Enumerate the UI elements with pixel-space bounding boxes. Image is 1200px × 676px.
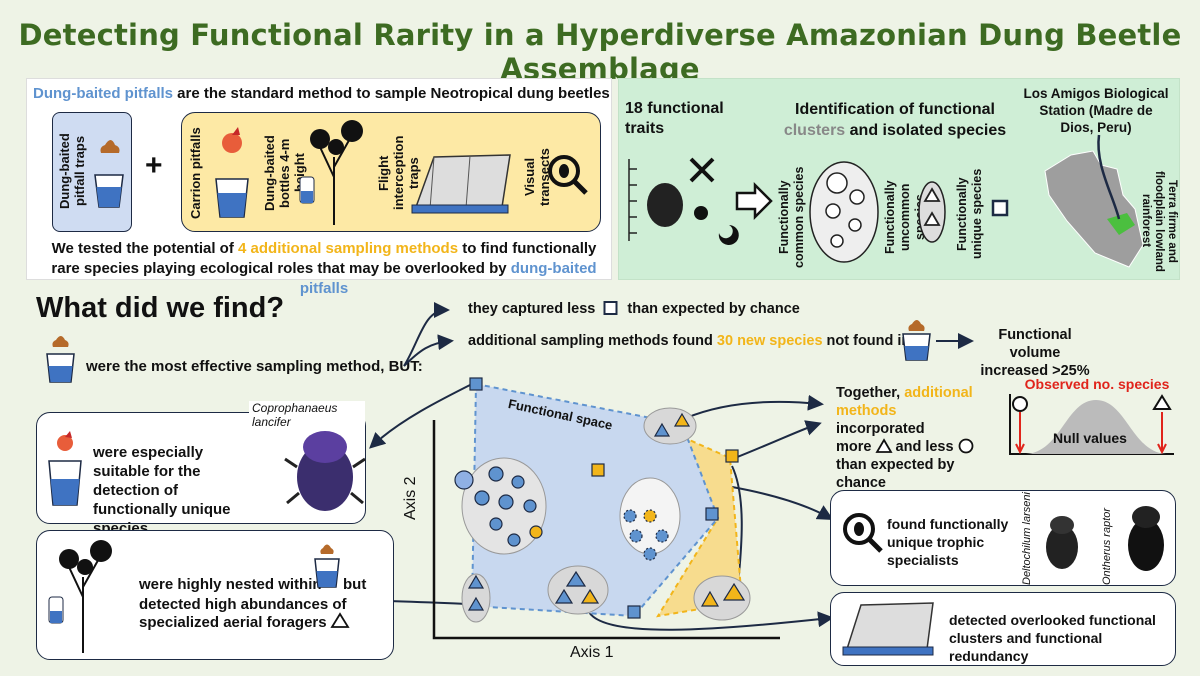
page-title: Detecting Functional Rarity in a Hyperdi… [18, 18, 1182, 86]
null-label: Null values [1053, 430, 1127, 446]
bottle-line-4: specialized aerial foragers [139, 612, 350, 632]
arrow-icon [735, 181, 773, 221]
beetle-trait-icon [628, 157, 739, 245]
sampling-methods-panel: Dung-baited pitfalls are the standard me… [26, 78, 612, 297]
visual-text: found functionally unique trophic specia… [887, 516, 1009, 568]
flight-text: detected overlooked functional clusters … [949, 612, 1156, 664]
triangle-icon [874, 438, 893, 453]
triangle-icon-small [330, 612, 350, 628]
circle-icon [958, 438, 973, 454]
unique-square-icon [991, 199, 1009, 217]
ontherus-beetle-image [1128, 506, 1164, 571]
carrion-species-label: Coprophanaeus lancifer [249, 401, 365, 429]
carrion-pitfall-icon-small [48, 431, 82, 506]
magnifier-icon-small [843, 513, 883, 553]
coprophanaeus-beetle-image [284, 431, 366, 511]
traits-label: 18 functional traits [625, 100, 724, 137]
additional-methods-box: Carrion pitfalls Dung-baited bottles 4-m… [181, 112, 601, 232]
square-icon [603, 301, 618, 315]
findings-heading: What did we find? [36, 292, 285, 324]
captured-less-text: they captured less than expected by chan… [468, 301, 800, 317]
bottle-bubble: were highly nested within but detected h… [36, 530, 394, 660]
forest-label: Terra firme and floodplain lowland rainf… [1140, 170, 1178, 272]
null-distribution-plot [1009, 394, 1174, 455]
axis2-label: Axis 2 [402, 476, 419, 520]
plus-sign: + [145, 149, 163, 182]
effective-text: were the most effective sampling method,… [86, 358, 423, 375]
common-cluster-icon [809, 161, 879, 263]
together-text: Together, additional methods incorporate… [836, 385, 973, 491]
bottom-text: We tested the potential of 4 additional … [51, 240, 597, 297]
axis1-label: Axis 1 [570, 644, 614, 661]
bottle-line-3: detected high abundances of [139, 596, 347, 613]
carrion-text: were especially suitable for the detecti… [93, 444, 231, 537]
volume-text: Functional volume increased >25% [980, 327, 1090, 379]
functional-space-plot [432, 377, 780, 640]
bottle-tree-icon [299, 120, 363, 225]
dung-pitfall-icon-bubble [314, 544, 340, 588]
dung-cup-icon [94, 140, 124, 208]
additional-text: additional sampling methods found 30 new… [468, 333, 911, 349]
carrion-bubble: Coprophanaeus lancifer were especially s… [36, 401, 366, 537]
bottle-tree-icon-small [48, 540, 112, 653]
bottle-line-1: were highly nested within [139, 576, 322, 593]
deltochilum-beetle-image [1046, 516, 1078, 569]
peru-map-icon [1044, 134, 1144, 268]
flight-trap-icon [411, 154, 511, 214]
species-a-label: Deltochilum larseni [1021, 492, 1033, 585]
flight-bubble: detected overlooked functional clusters … [830, 592, 1176, 666]
intro-text: Dung-baited pitfalls are the standard me… [33, 85, 610, 102]
magnifier-icon [548, 155, 588, 195]
station-label: Los Amigos Biological Station (Madre de … [1023, 86, 1169, 135]
visual-bubble: found functionally unique trophic specia… [830, 490, 1176, 586]
dung-pitfall-icon [46, 336, 75, 383]
bottle-but: but [343, 576, 367, 593]
species-b-label: Ontherus raptor [1101, 507, 1113, 585]
flight-trap-icon-small [842, 602, 934, 656]
dung-pitfall-icon-small [902, 320, 931, 361]
dung-trap-box: Dung-baited pitfall traps [52, 112, 132, 232]
carrion-pitfall-icon [215, 127, 249, 218]
functional-analysis-panel: 18 functional traits Identification of f… [618, 78, 1180, 280]
uncommon-cluster-icon [918, 181, 946, 243]
observed-label: Observed no. species [1024, 376, 1170, 392]
